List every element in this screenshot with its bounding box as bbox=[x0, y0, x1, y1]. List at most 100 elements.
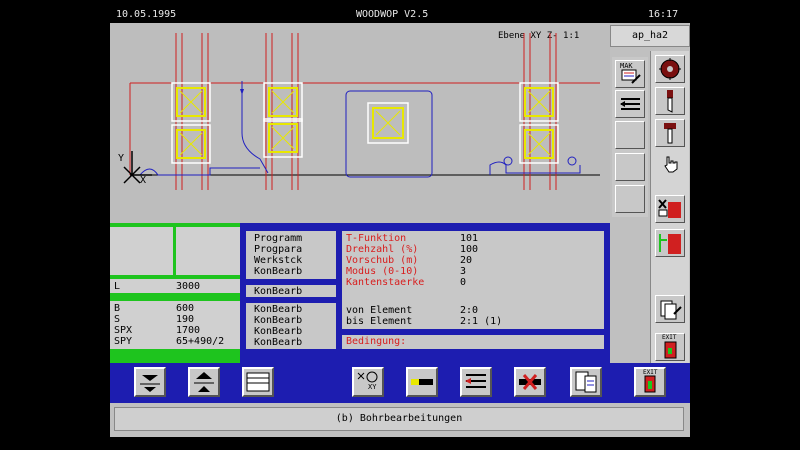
param-label-tfunktion: T-Funktion bbox=[346, 233, 407, 244]
param-label-kantenstaerke: Kantenstaerke bbox=[346, 277, 425, 288]
line-insert-icon bbox=[411, 379, 433, 385]
list-sort-icon bbox=[465, 374, 486, 388]
x-axis-label: X bbox=[140, 175, 147, 186]
workpiece-dimensions-panel: L 3000 B 600 S 190 SPX 1700 SPY 65+490/2 bbox=[110, 223, 240, 363]
parameter-box: T-Funktion 101 Drehzahl (%) 100 Vorschub… bbox=[342, 231, 604, 329]
xy-label: XY bbox=[368, 383, 377, 391]
copy-pages-icon bbox=[660, 300, 682, 320]
processing-panel: Programm Progpara Werkstck KonBearb KonB… bbox=[240, 223, 610, 363]
nc-document-icon bbox=[575, 371, 597, 393]
divider bbox=[110, 223, 240, 227]
empty-slot-3[interactable] bbox=[615, 185, 645, 213]
exit-door-icon bbox=[664, 341, 677, 359]
status-message: (b) Bohrbearbeitungen bbox=[114, 407, 684, 431]
thickness-label: S bbox=[114, 314, 121, 325]
view-zoom-icon bbox=[357, 371, 378, 383]
current-operation-label: KonBearb bbox=[254, 286, 303, 297]
edge-button[interactable] bbox=[655, 229, 685, 257]
time-display: 16:17 bbox=[648, 9, 679, 20]
hand-pointer-icon[interactable] bbox=[663, 155, 679, 177]
drill-button[interactable] bbox=[655, 119, 685, 147]
side-exit-button[interactable]: EXIT bbox=[655, 333, 685, 361]
operation-list-item[interactable]: KonBearb bbox=[254, 315, 303, 326]
param-value-vorschub[interactable]: 20 bbox=[460, 255, 473, 266]
view-select-button[interactable]: XY bbox=[352, 367, 384, 397]
saw-button[interactable] bbox=[655, 55, 685, 83]
empty-slot-1[interactable] bbox=[615, 121, 645, 149]
exit-button[interactable]: EXIT bbox=[634, 367, 666, 397]
nc-program-button[interactable] bbox=[570, 367, 602, 397]
drawing-viewport[interactable]: Ebene XY Z- 1:1 bbox=[110, 23, 610, 223]
saw-blade-icon bbox=[659, 58, 681, 80]
page-down-button[interactable] bbox=[134, 367, 166, 397]
program-name-label: ap_ha2 bbox=[610, 25, 690, 47]
arrow-up-icon bbox=[194, 372, 214, 392]
divider bbox=[173, 227, 176, 275]
machine-button[interactable]: MAK bbox=[615, 60, 645, 88]
from-element-label: von Element bbox=[346, 305, 413, 316]
menu-item-werkstck[interactable]: Werkstck bbox=[254, 255, 303, 266]
menu-item-programm[interactable]: Programm bbox=[254, 233, 303, 244]
router-bit-button[interactable] bbox=[655, 87, 685, 115]
divider bbox=[110, 349, 240, 363]
app-title: WOODWOP V2.5 bbox=[356, 9, 429, 20]
spx-label: SPX bbox=[114, 325, 133, 336]
y-axis-label: Y bbox=[118, 153, 125, 164]
arrow-down-icon bbox=[140, 375, 160, 392]
side-exit-label: EXIT bbox=[662, 334, 677, 341]
window-icon bbox=[246, 372, 270, 392]
list-sort-button[interactable] bbox=[460, 367, 492, 397]
param-value-kantenstaerke[interactable]: 0 bbox=[460, 277, 467, 288]
date-display: 10.05.1995 bbox=[116, 9, 177, 20]
delete-icon bbox=[519, 374, 541, 390]
operation-list-box: KonBearb KonBearb KonBearb KonBearb bbox=[246, 303, 336, 349]
divider bbox=[110, 293, 240, 301]
workpiece-drawing bbox=[123, 33, 600, 190]
menu-item-progpara[interactable]: Progpara bbox=[254, 244, 303, 255]
param-label-modus: Modus (0-10) bbox=[346, 266, 419, 277]
condition-label: Bedingung: bbox=[346, 336, 407, 347]
window-button[interactable] bbox=[242, 367, 274, 397]
exit-label: EXIT bbox=[643, 369, 658, 376]
main-menu-box: Programm Progpara Werkstck KonBearb bbox=[246, 231, 336, 279]
delete-button[interactable] bbox=[514, 367, 546, 397]
current-operation-box[interactable]: KonBearb bbox=[246, 285, 336, 297]
page-up-button[interactable] bbox=[188, 367, 220, 397]
machine-icon bbox=[621, 69, 641, 84]
title-bar: 10.05.1995 WOODWOP V2.5 16:17 bbox=[110, 7, 690, 23]
list-edit-button[interactable] bbox=[615, 90, 645, 118]
edge-icon bbox=[659, 234, 681, 254]
machine-label: MAK bbox=[620, 62, 633, 70]
param-value-drehzahl[interactable]: 100 bbox=[460, 244, 479, 255]
width-value[interactable]: 600 bbox=[176, 303, 195, 314]
tool-palette: EXIT bbox=[650, 51, 689, 373]
width-label: B bbox=[114, 303, 121, 314]
clamp-icon bbox=[658, 199, 681, 218]
drill-icon bbox=[664, 123, 676, 144]
spx-value[interactable]: 1700 bbox=[176, 325, 201, 336]
to-element-value[interactable]: 2:1 (1) bbox=[460, 316, 503, 327]
operation-list-item[interactable]: KonBearb bbox=[254, 304, 303, 315]
condition-box[interactable]: Bedingung: bbox=[342, 335, 604, 349]
operation-list-item[interactable]: KonBearb bbox=[254, 326, 303, 337]
param-value-tfunktion[interactable]: 101 bbox=[460, 233, 479, 244]
to-element-label: bis Element bbox=[346, 316, 413, 327]
from-element-value[interactable]: 2:0 bbox=[460, 305, 479, 316]
woodwop-screen: 10.05.1995 WOODWOP V2.5 16:17 Ebene XY Z… bbox=[110, 7, 690, 437]
menu-item-konbearb[interactable]: KonBearb bbox=[254, 266, 303, 277]
clamp-setup-button[interactable] bbox=[655, 195, 685, 223]
operation-list-item[interactable]: KonBearb bbox=[254, 337, 303, 348]
thickness-value[interactable]: 190 bbox=[176, 314, 195, 325]
param-label-drehzahl: Drehzahl (%) bbox=[346, 244, 419, 255]
insert-line-button[interactable] bbox=[406, 367, 438, 397]
param-label-vorschub: Vorschub (m) bbox=[346, 255, 419, 266]
bottom-toolbar: XY EXIT bbox=[110, 363, 690, 403]
status-bar: (b) Bohrbearbeitungen bbox=[110, 403, 690, 437]
param-value-modus[interactable]: 3 bbox=[460, 266, 467, 277]
copy-pages-button[interactable] bbox=[655, 295, 685, 323]
empty-slot-2[interactable] bbox=[615, 153, 645, 181]
view-plane-label: Ebene XY Z- 1:1 bbox=[498, 31, 580, 41]
spy-value[interactable]: 65+490/2 bbox=[176, 336, 225, 347]
aux-tool-column: MAK bbox=[612, 57, 648, 217]
length-value[interactable]: 3000 bbox=[176, 281, 201, 292]
